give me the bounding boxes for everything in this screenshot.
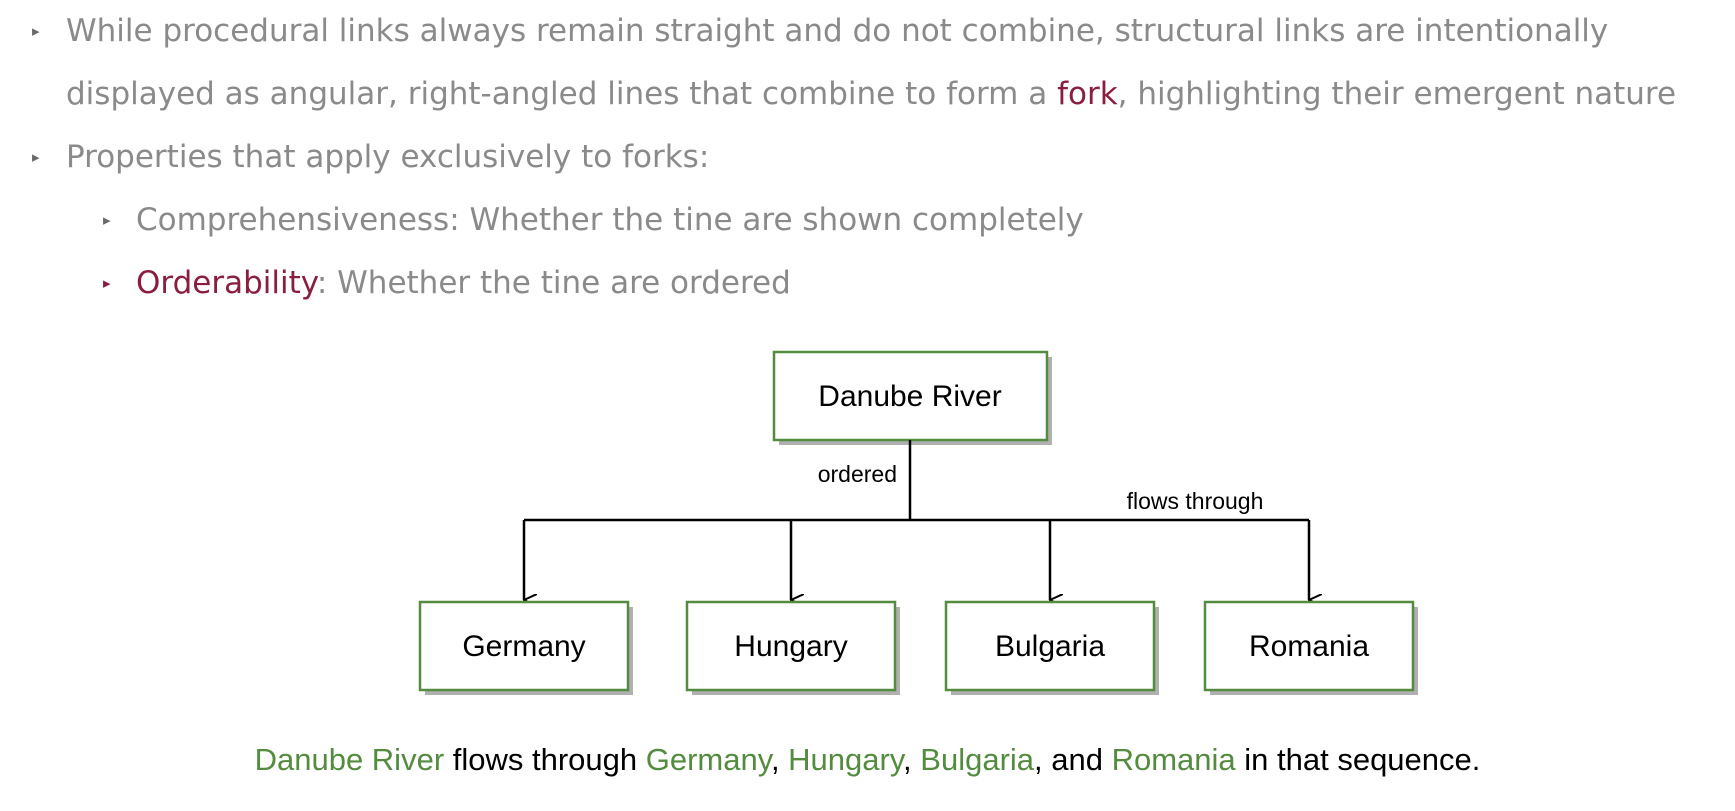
bullet-text: While procedural links always remain str…: [66, 13, 1609, 112]
child-node-box: [944, 600, 1156, 692]
bullet-text: Properties that apply exclusively to for…: [66, 139, 710, 175]
child-node-bulgaria: Bulgaria: [944, 600, 1159, 695]
diagram-caption: Danube River flows through Germany, Hung…: [0, 742, 1735, 778]
caption-separator: ,: [770, 742, 789, 777]
bullet-marker-icon: ▸: [32, 148, 40, 166]
subbullet-marker-icon: ▸: [103, 211, 111, 229]
child-node-romania: Romania: [1203, 600, 1418, 695]
caption-country: Romania: [1111, 742, 1236, 777]
child-node-box: [418, 600, 630, 692]
bullet-text-end: , highlighting their emergent nature: [1117, 76, 1677, 112]
subbullet-orderability: ▸ Orderability: Whether the tine are ord…: [0, 252, 1735, 315]
subbullet-marker-icon: ▸: [103, 274, 111, 292]
root-node: Danube River: [772, 350, 1052, 445]
relation-label: flows through: [1127, 488, 1264, 514]
caption-tail: in that sequence.: [1235, 742, 1481, 777]
bullet-list: ▸ While procedural links always remain s…: [0, 0, 1735, 315]
child-node-box: [685, 600, 897, 692]
bullet-marker-icon: ▸: [32, 22, 40, 40]
caption-country: Germany: [645, 742, 771, 777]
caption-separator: ,: [903, 742, 921, 777]
root-node-label: Danube River: [818, 380, 1001, 413]
child-node-label: Romania: [1249, 630, 1369, 663]
root-node-box: [772, 350, 1049, 442]
fork-term: fork: [1057, 76, 1118, 112]
caption-subject: Danube River: [254, 742, 445, 777]
child-node-hungary: Hungary: [685, 600, 900, 695]
fork-diagram: Danube River ordered flows through Germa…: [418, 350, 1418, 695]
caption-country: Bulgaria: [920, 742, 1035, 777]
subbullet-text: Comprehensiveness: Whether the tine are …: [136, 202, 1084, 238]
child-node-label: Bulgaria: [995, 630, 1105, 663]
bullet-procedural-structural: ▸ While procedural links always remain s…: [0, 0, 1735, 126]
child-node-label: Germany: [462, 630, 585, 663]
orderability-term: Orderability: [136, 265, 317, 301]
caption-verb: flows through: [444, 742, 646, 777]
child-node-germany: Germany: [418, 600, 633, 695]
ordered-label: ordered: [818, 461, 897, 487]
child-node-box: [1203, 600, 1415, 692]
fork-connector: [522, 440, 1309, 600]
child-node-label: Hungary: [734, 630, 847, 663]
caption-country: Hungary: [788, 742, 904, 777]
subbullet-text: : Whether the tine are ordered: [316, 265, 791, 301]
caption-separator: , and: [1034, 742, 1112, 777]
subbullet-comprehensiveness: ▸ Comprehensiveness: Whether the tine ar…: [0, 189, 1735, 252]
bullet-fork-properties: ▸ Properties that apply exclusively to f…: [0, 126, 1735, 189]
